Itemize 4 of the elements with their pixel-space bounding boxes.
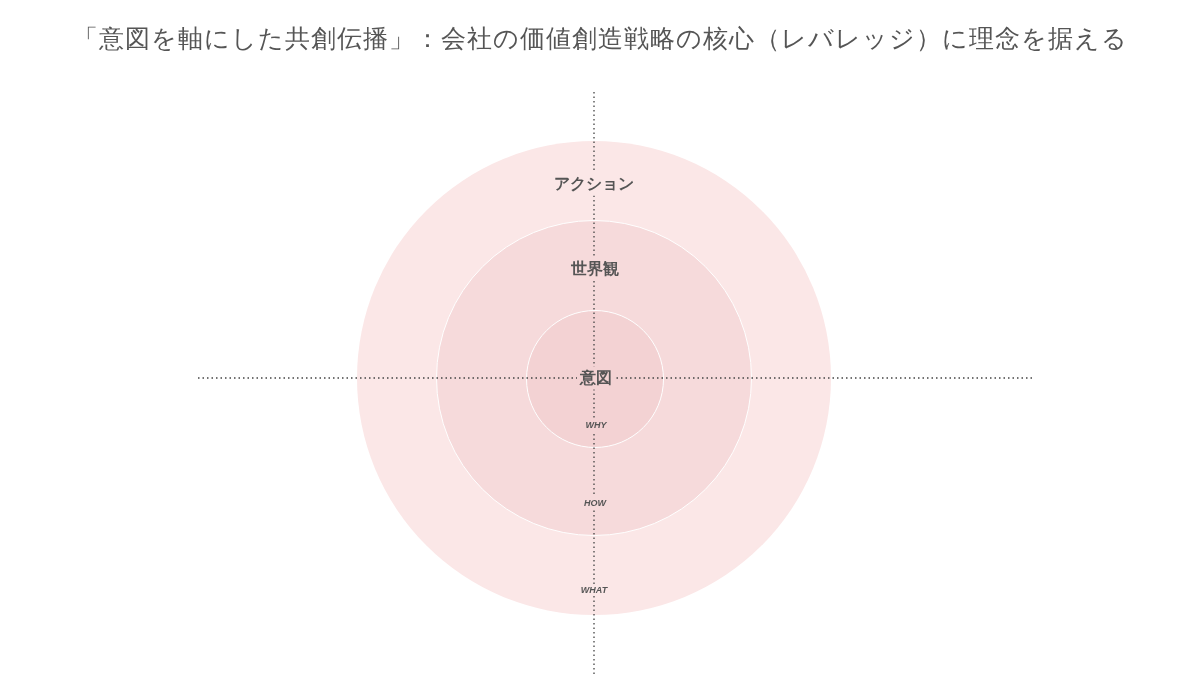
title: 「意図を軸にした共創伝播」：会社の価値創造戦略の核心（レバレッジ）に理念を据える bbox=[71, 23, 1129, 55]
ring-heading: 意図 bbox=[577, 366, 615, 390]
ring-heading: 世界観 bbox=[568, 257, 622, 281]
ring-label: HOW bbox=[581, 497, 609, 509]
